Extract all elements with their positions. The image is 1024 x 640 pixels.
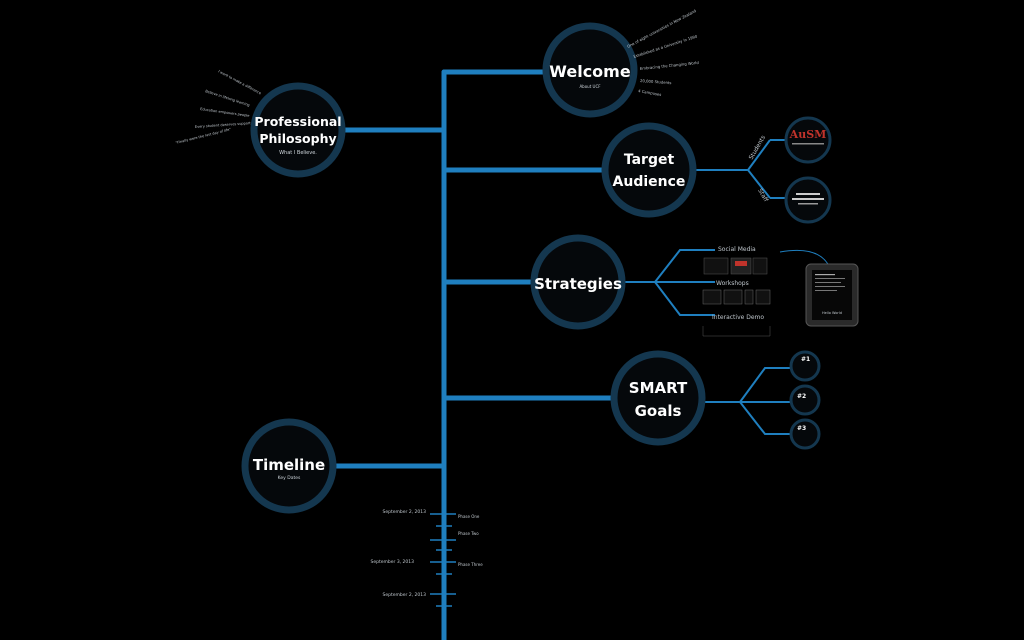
timeline-phase-2: Phase Two	[458, 531, 479, 536]
target-subbranches	[695, 139, 790, 199]
tablet-caption: Hello World	[822, 311, 842, 315]
svg-text:Education empowers people: Education empowers people	[200, 107, 250, 118]
svg-text:Every student deserves support: Every student deserves support	[195, 121, 252, 129]
philosophy-title-line2: Philosophy	[259, 131, 336, 146]
welcome-subtitle: About UCF	[579, 84, 601, 89]
social-media-thumbnails	[703, 257, 768, 275]
strategies-title: Strategies	[534, 275, 622, 293]
svg-text:I want to make a difference: I want to make a difference	[218, 69, 262, 95]
svg-text:4 Campuses: 4 Campuses	[638, 88, 662, 97]
philosophy-title-line1: Professional	[254, 114, 341, 129]
ausm-circle[interactable]: AuSM	[784, 116, 832, 164]
svg-text:Embracing the Changing World: Embracing the Changing World	[640, 60, 700, 71]
target-title-line2: Audience	[613, 174, 686, 190]
workshops-thumbnails	[702, 289, 771, 305]
philosophy-notes: I want to make a difference Believe in l…	[175, 69, 262, 145]
node-philosophy[interactable]: Professional Philosophy What I Believe.	[250, 82, 346, 178]
timeline-phase-3: Phase Three	[458, 562, 483, 567]
interactive-demo-label: Interactive Demo	[712, 314, 764, 321]
node-strategies[interactable]: Strategies	[530, 234, 626, 330]
social-media-label: Social Media	[718, 246, 756, 253]
workshops-label: Workshops	[716, 280, 749, 287]
timeline-date-2: September 3, 2013	[371, 559, 415, 565]
philosophy-subtitle: What I Believe.	[279, 150, 317, 156]
trunk-lines	[332, 69, 616, 640]
node-target-audience[interactable]: Target Audience	[601, 122, 697, 218]
smart-goal-2[interactable]: #2	[789, 384, 821, 416]
timeline-subtitle: Key Dates	[278, 475, 301, 481]
timeline-ticks	[430, 513, 456, 607]
svg-text:20,000 Students: 20,000 Students	[640, 78, 672, 85]
timeline-date-3: September 2, 2013	[383, 592, 427, 598]
goal-2-label: #2	[797, 393, 806, 400]
node-smart-goals[interactable]: SMART Goals	[610, 350, 706, 446]
tablet-device-image: Hello World	[805, 263, 859, 327]
welcome-notes: One of eight universities in New Zealand…	[626, 8, 699, 97]
smart-title-line1: SMART	[629, 379, 688, 397]
node-timeline[interactable]: Timeline Key Dates	[241, 418, 337, 514]
interactive-demo-thumbnails	[702, 326, 771, 337]
smart-goal-1[interactable]: #1	[789, 350, 821, 382]
smart-subbranches	[705, 367, 795, 435]
target-title-line1: Target	[624, 152, 675, 168]
svg-text:Believe in lifelong learning: Believe in lifelong learning	[205, 89, 251, 107]
svg-text:One of eight universities in N: One of eight universities in New Zealand	[626, 8, 697, 49]
goal-1-label: #1	[801, 356, 810, 363]
smart-goal-3[interactable]: #3	[789, 418, 821, 450]
smart-title-line2: Goals	[635, 402, 682, 420]
goal-3-label: #3	[797, 425, 806, 432]
staff-label: Staff	[756, 188, 769, 204]
staff-circle[interactable]	[784, 176, 832, 224]
strategies-subbranches	[620, 249, 831, 316]
ausm-logo-text: AuSM	[789, 128, 827, 141]
timeline-phase-1: Phase One	[458, 514, 480, 519]
svg-text:"Finally were the last day of: "Finally were the last day of life"	[175, 127, 231, 145]
welcome-title: Welcome	[549, 62, 631, 81]
timeline-date-1: September 2, 2013	[383, 509, 427, 515]
timeline-title: Timeline	[253, 456, 325, 474]
node-welcome[interactable]: Welcome About UCF	[542, 22, 638, 118]
